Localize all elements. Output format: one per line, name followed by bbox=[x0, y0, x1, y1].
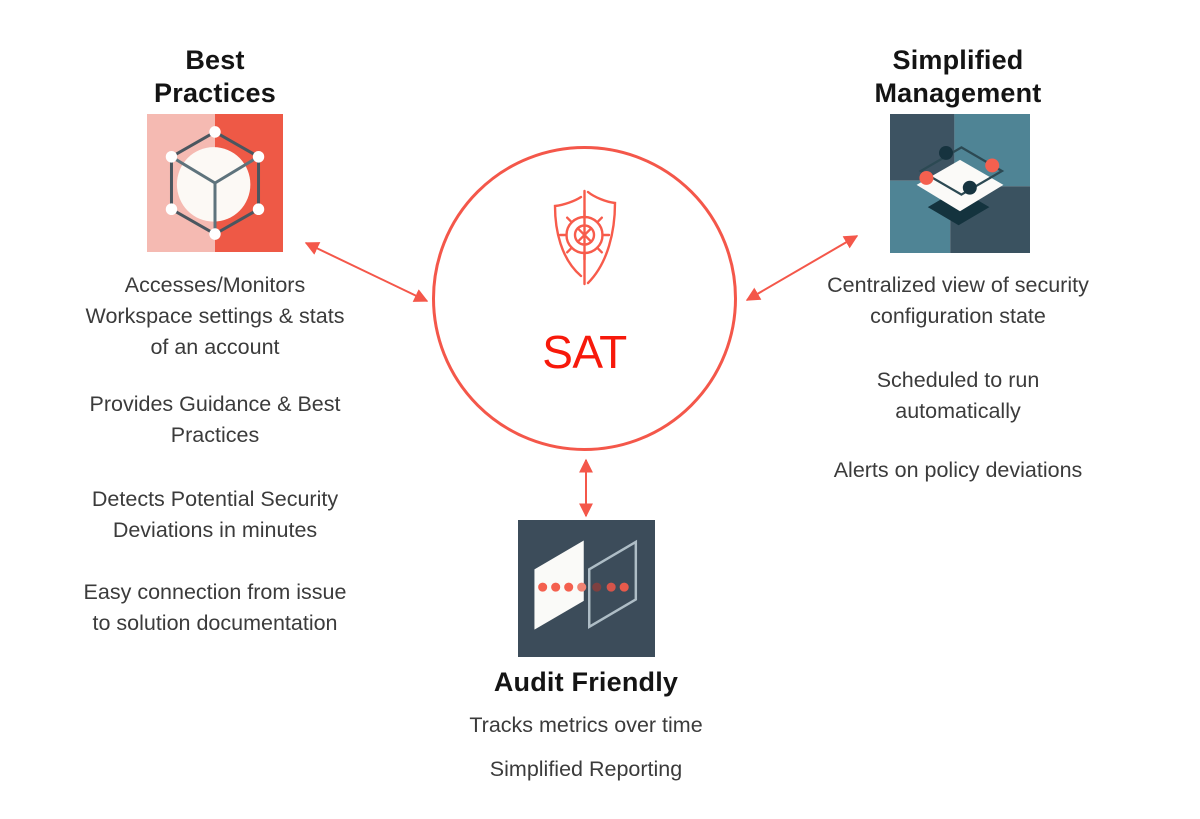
simplified-management-point-1: Centralized view of security configurati… bbox=[827, 273, 1089, 328]
sat-label: SAT bbox=[542, 326, 627, 378]
cube-icon bbox=[147, 114, 283, 252]
simplified-management-point-2: Scheduled to run automatically bbox=[876, 368, 1040, 423]
best-practices-point-3: Detects Potential Security Deviations in… bbox=[91, 487, 339, 542]
parallel-planes-icon bbox=[518, 520, 655, 657]
simplified-management-point-3: Alerts on policy deviations bbox=[833, 458, 1083, 482]
best-practices-title: Best Practices bbox=[154, 45, 276, 108]
audit-friendly-title: Audit Friendly bbox=[493, 667, 679, 697]
audit-friendly-point-2: Simplified Reporting bbox=[489, 757, 683, 781]
sat-center-circle: SAT bbox=[432, 146, 737, 451]
best-practices-point-4: Easy connection from issue to solution d… bbox=[83, 580, 347, 635]
audit-friendly-point-1: Tracks metrics over time bbox=[469, 713, 703, 737]
layered-diamond-icon bbox=[890, 114, 1030, 253]
simplified-management-title: Simplified Management bbox=[874, 45, 1042, 108]
shield-helm-icon bbox=[543, 189, 627, 293]
best-practices-point-1: Accesses/Monitors Workspace settings & s… bbox=[85, 273, 345, 359]
best-practices-point-2: Provides Guidance & Best Practices bbox=[89, 392, 341, 447]
